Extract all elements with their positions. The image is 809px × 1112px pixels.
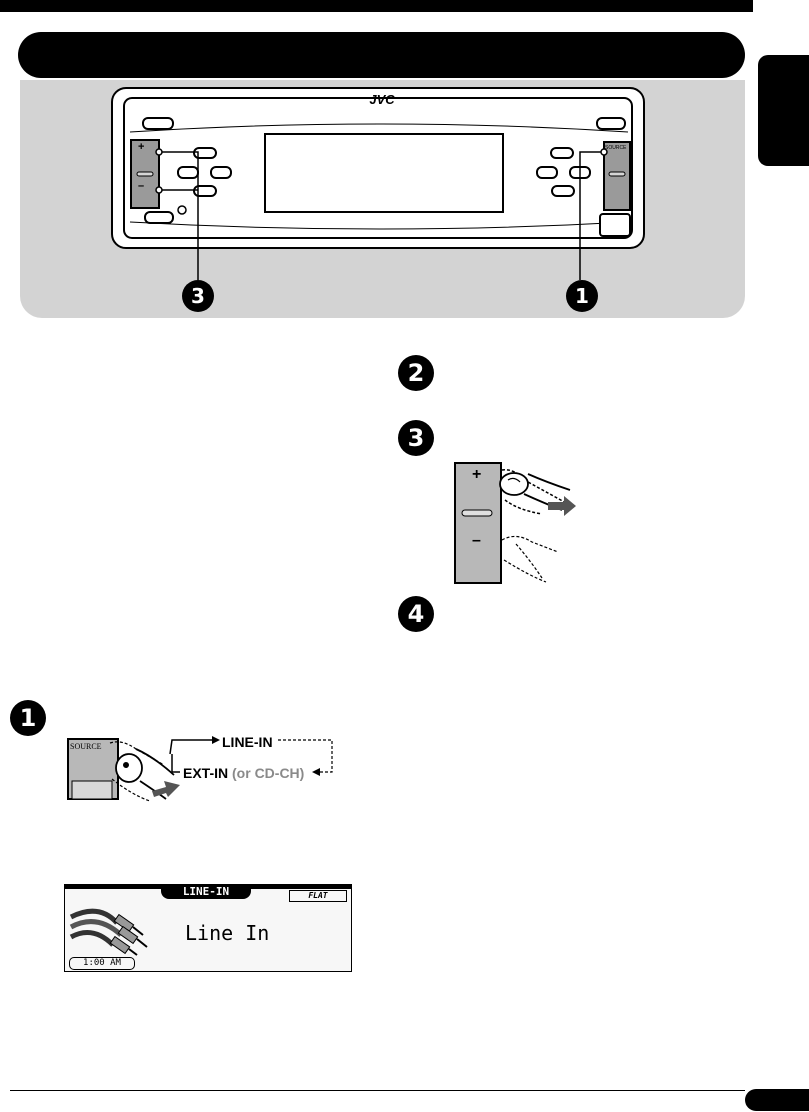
step3-minus-label: –	[472, 532, 481, 549]
stereo-button	[551, 185, 575, 197]
stereo-button	[210, 166, 232, 179]
step-3-number: 3	[398, 420, 434, 456]
page-number-tab	[745, 1089, 809, 1111]
cycle-item-line-in: LINE-IN	[222, 734, 273, 750]
eject-slot	[599, 213, 631, 237]
cycle-item-ext-in: EXT-IN (or CD-CH)	[183, 765, 305, 781]
lcd-clock: 1:00 AM	[69, 957, 135, 970]
step-2-number: 2	[398, 355, 434, 391]
step-4-number: 4	[398, 596, 434, 632]
volume-minus-label: –	[138, 180, 145, 192]
source-press-illustration	[67, 738, 180, 802]
lcd-main-text: Line In	[185, 921, 270, 945]
brand-logo: JVC	[369, 92, 395, 107]
stereo-button	[550, 147, 574, 159]
cable-plug-icon	[69, 908, 148, 956]
stereo-aux-jack	[177, 205, 187, 215]
volume-rocker	[130, 139, 160, 209]
callout-3: 3	[182, 280, 214, 312]
source-cycle-arrows	[169, 736, 333, 776]
language-tab	[758, 55, 809, 166]
source-button-label: SOURCE	[605, 145, 627, 151]
stereo-button	[193, 147, 217, 159]
top-bar	[0, 0, 753, 12]
footer-rule	[10, 1090, 745, 1091]
cycle-item-ext-in-note: (or CD-CH)	[232, 765, 305, 781]
step-1-number: 1	[10, 700, 46, 736]
stereo-button	[177, 166, 199, 179]
stereo-lcd-window	[264, 133, 504, 213]
stereo-button	[596, 117, 626, 130]
step3-plus-label: +	[472, 466, 482, 483]
lcd-eq-badge: FLAT	[289, 890, 347, 902]
lcd-mode-tab: LINE-IN	[161, 885, 251, 899]
volume-press-illustration	[454, 462, 576, 584]
stereo-button	[536, 166, 558, 179]
car-stereo-illustration	[111, 87, 645, 280]
stereo-button	[193, 185, 217, 197]
stereo-button	[144, 211, 174, 224]
section-title-bar	[18, 32, 745, 78]
lcd-display: LINE-IN FLAT Line In 1:00 AM	[64, 884, 352, 972]
stereo-button	[142, 117, 174, 130]
volume-plus-label: +	[138, 141, 145, 153]
source-label: SOURCE	[70, 742, 102, 751]
callout-1: 1	[566, 280, 598, 312]
